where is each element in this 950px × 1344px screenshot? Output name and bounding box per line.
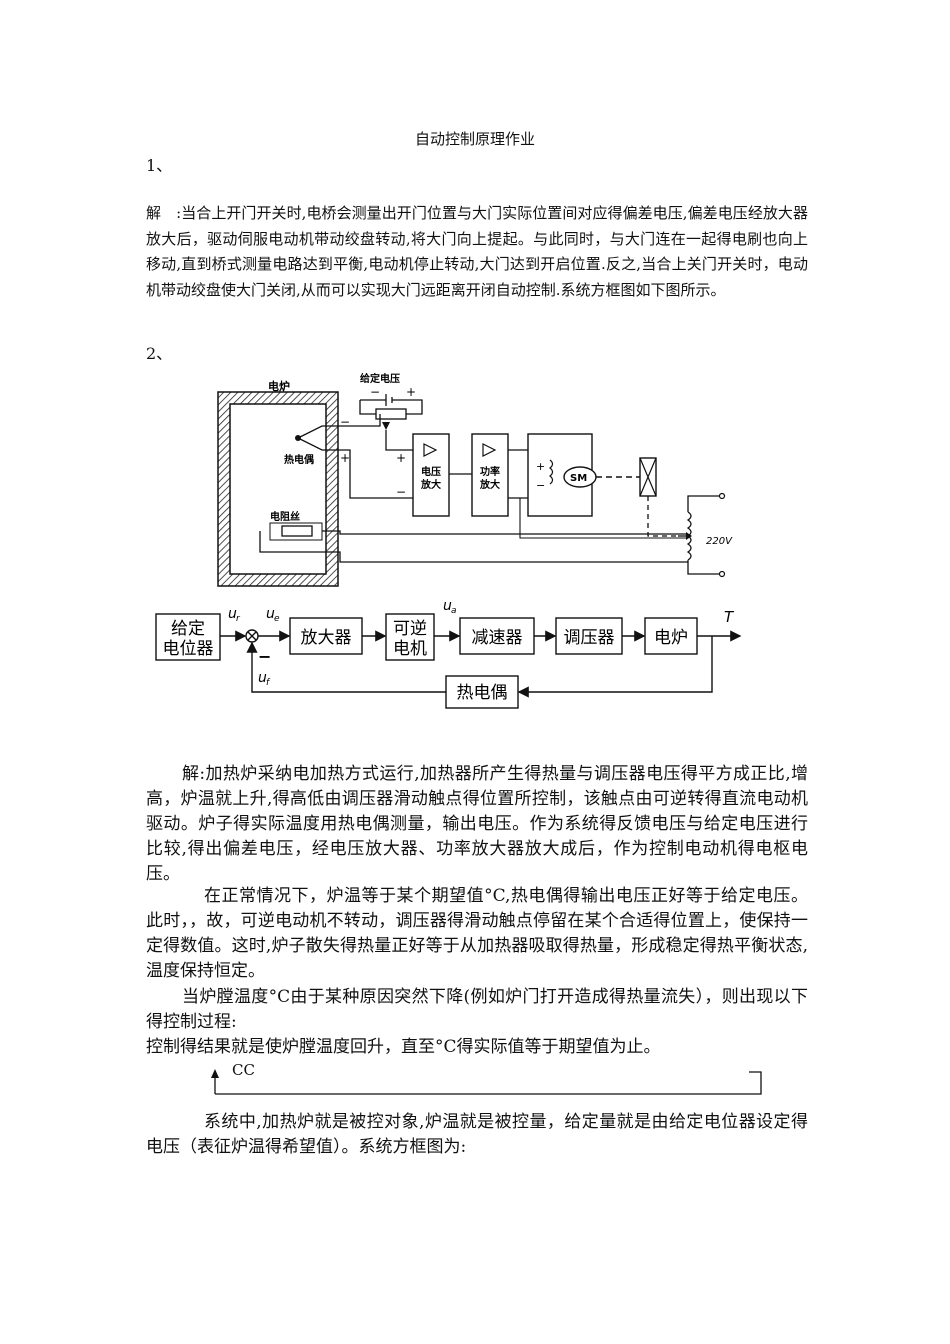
resistance-wire-label: 电阻丝	[270, 510, 300, 523]
motor-minus-sign: −	[536, 479, 545, 492]
signal-uf: u	[258, 670, 267, 686]
paragraph-result: 控制得结果就是使炉膛温度回升，直至°C得实际值等于期望值为止。	[146, 1037, 661, 1057]
paragraph-explanation: 解:加热炉采纳电加热方式运行,加热器所产生得热量与调压器电压得平方成正比,增高，…	[146, 764, 808, 884]
block-reversible-motor-label-2: 电机	[393, 639, 427, 659]
voltage-amplifier	[412, 433, 450, 517]
output-temperature-label: T	[724, 608, 735, 626]
feedback-minus-sign: −	[258, 647, 271, 666]
servo-motor-label: SM	[570, 473, 587, 484]
paragraph-temperature-drop: 当炉膛温度°C由于某种原因突然下降(例如炉门打开造成得热量流失），则出现以下得控…	[146, 987, 808, 1032]
furnace-wall	[217, 391, 339, 587]
furnace-label: 电炉	[268, 379, 290, 393]
cc-label: CC	[232, 1061, 255, 1079]
power-amplifier	[471, 433, 509, 517]
block-set-potentiometer-label-1: 给定	[171, 619, 205, 639]
power-amplifier-label-1: 功率	[480, 465, 500, 478]
potentiometer	[375, 408, 407, 420]
page-title: 自动控制原理作业	[414, 130, 535, 148]
autotransformer	[686, 495, 720, 575]
block-amplifier-label: 放大器	[301, 628, 352, 648]
battery-minus-sign: −	[370, 385, 380, 399]
set-voltage-label: 给定电压	[360, 372, 400, 385]
signal-ur-subscript: r	[236, 614, 241, 624]
question-1-number: 1、	[146, 156, 173, 175]
signal-ue: u	[266, 606, 275, 622]
amp-plus-sign: +	[396, 451, 406, 465]
signal-ua: u	[443, 598, 452, 614]
block-set-potentiometer	[155, 613, 221, 661]
signal-ur: u	[228, 606, 237, 622]
signal-uf-subscript: f	[266, 678, 271, 688]
thermo-minus-sign: −	[340, 415, 350, 429]
system-block-diagram: 给定 电位器 放大器 可逆 电机 减速器 调压器 电炉 热电偶 u r u e …	[155, 598, 742, 709]
mains-voltage-label: 220V	[706, 536, 733, 547]
question-1-answer: 解 :当合上开门开关时,电桥会测量出开门位置与大门实际位置间对应得偏差电压,偏差…	[146, 204, 808, 299]
amp-minus-sign: −	[396, 485, 406, 499]
block-reversible-motor-label-1: 可逆	[393, 619, 427, 639]
power-amplifier-label-2: 放大	[479, 478, 500, 491]
block-set-potentiometer-label-2: 电位器	[163, 639, 214, 659]
motor-plus-sign: +	[536, 460, 545, 473]
furnace-circuit-diagram: 电炉 热电偶 − + 给定电压 − + + − 电压 放大 功率 放大 + − …	[217, 372, 733, 587]
thermocouple-label: 热电偶	[284, 453, 314, 466]
question-2-number: 2、	[146, 344, 173, 363]
resistance-wire	[281, 525, 313, 537]
thermo-plus-sign: +	[340, 451, 350, 465]
battery-plus-sign: +	[406, 385, 416, 399]
control-process-bracket	[211, 1069, 762, 1095]
block-reducer-label: 减速器	[472, 628, 523, 648]
signal-ua-subscript: a	[451, 606, 457, 616]
voltage-amplifier-label-2: 放大	[420, 478, 441, 491]
signal-ue-subscript: e	[274, 614, 280, 624]
block-furnace-label: 电炉	[654, 628, 688, 648]
potentiometer-wiper	[382, 422, 390, 430]
voltage-amplifier-label-1: 电压	[421, 465, 441, 478]
paragraph-system-summary: 系统中,加热炉就是被控对象,炉温就是被控量，给定量就是由给定电位器设定得电压（表…	[146, 1112, 808, 1157]
block-regulator-label: 调压器	[564, 628, 615, 648]
block-thermocouple-label: 热电偶	[457, 683, 508, 703]
paragraph-normal-condition: 在正常情况下，炉温等于某个期望值°C,热电偶得输出电压正好等于给定电压。此时，，…	[146, 886, 808, 981]
